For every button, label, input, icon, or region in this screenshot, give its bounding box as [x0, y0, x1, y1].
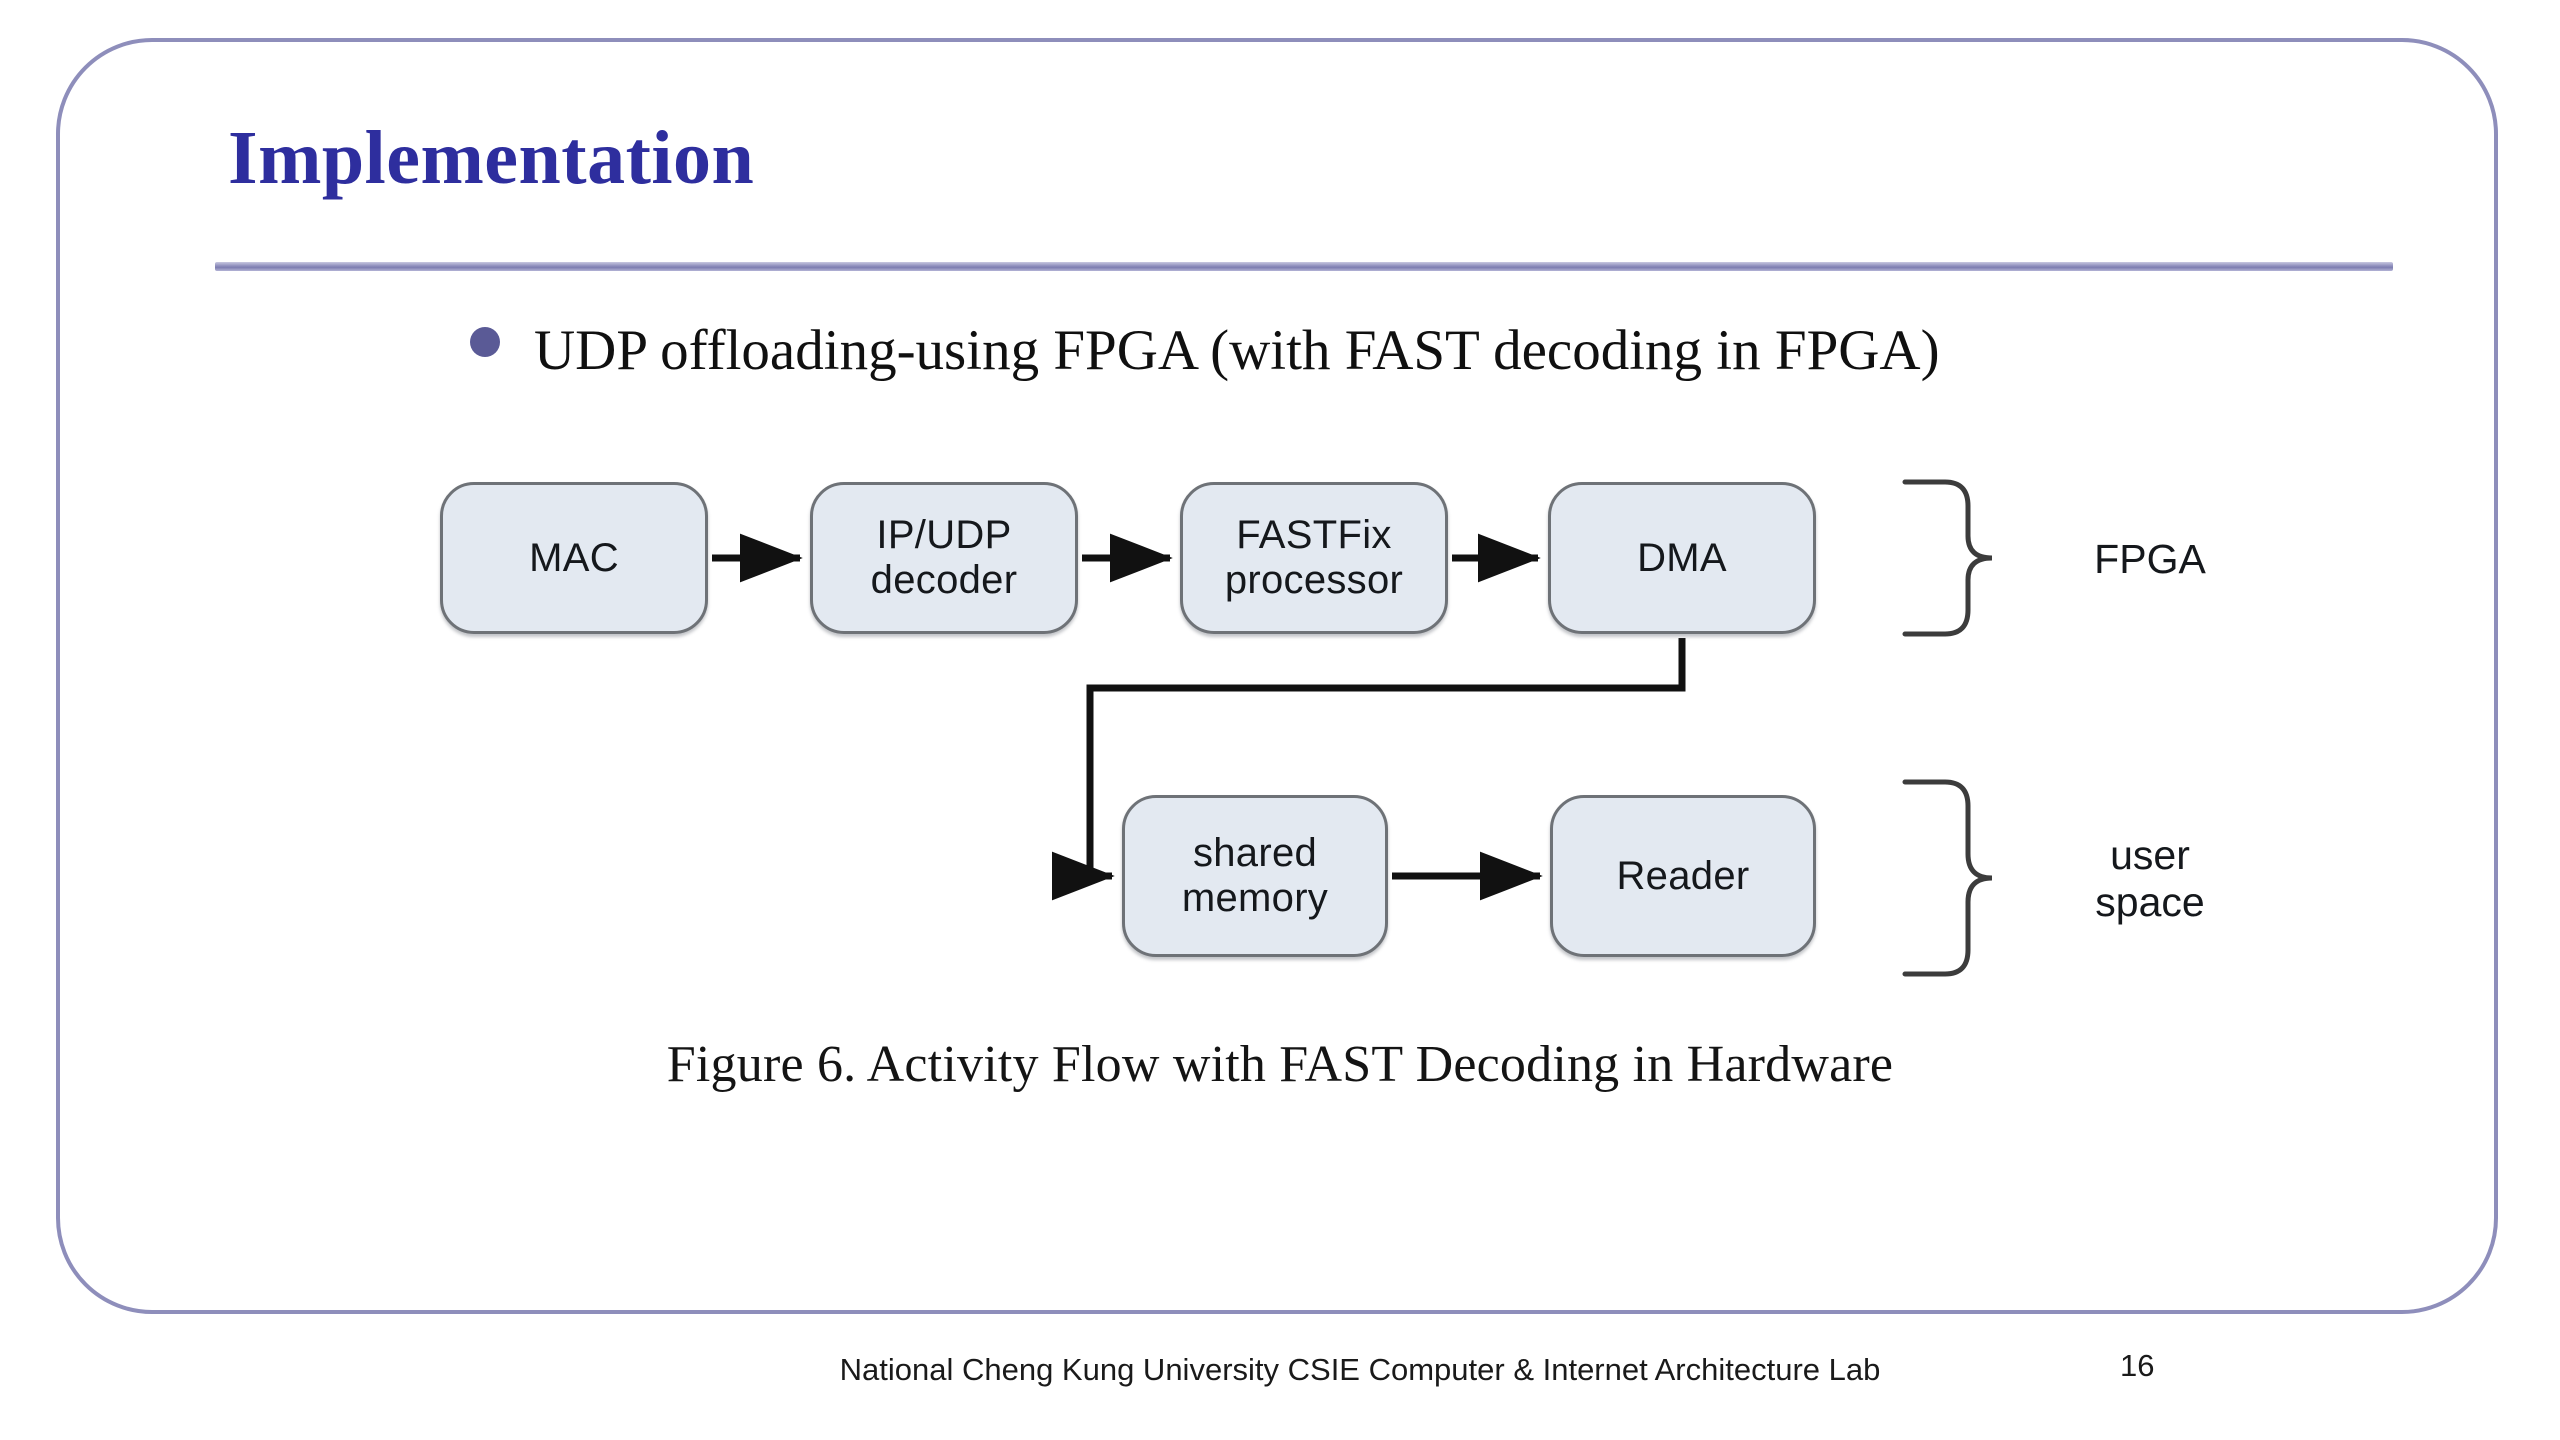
- diagram-node-dma[interactable]: DMA: [1548, 482, 1816, 634]
- bullet-marker-icon: [470, 327, 500, 357]
- title-underline-rule: [215, 262, 2393, 271]
- diagram-node-label: MAC: [529, 535, 619, 580]
- bullet-item-label: UDP offloading-using FPGA (with FAST dec…: [534, 319, 1940, 382]
- bullet-list-item: UDP offloading-using FPGA (with FAST dec…: [470, 322, 1940, 379]
- figure-caption: Figure 6. Activity Flow with FAST Decodi…: [666, 1036, 1894, 1093]
- diagram-node-label: DMA: [1637, 535, 1727, 580]
- slide-frame: [56, 38, 2498, 1314]
- group-label-fpga: FPGA: [2094, 536, 2206, 582]
- slide-page-number: 16: [2120, 1348, 2155, 1383]
- page-title: Implementation: [228, 116, 755, 200]
- diagram-node-mac[interactable]: MAC: [440, 482, 708, 634]
- slide-footer: National Cheng Kung University CSIE Comp…: [839, 1352, 1881, 1387]
- diagram-node-reader[interactable]: Reader: [1550, 795, 1816, 957]
- diagram-node-label: Reader: [1616, 853, 1750, 898]
